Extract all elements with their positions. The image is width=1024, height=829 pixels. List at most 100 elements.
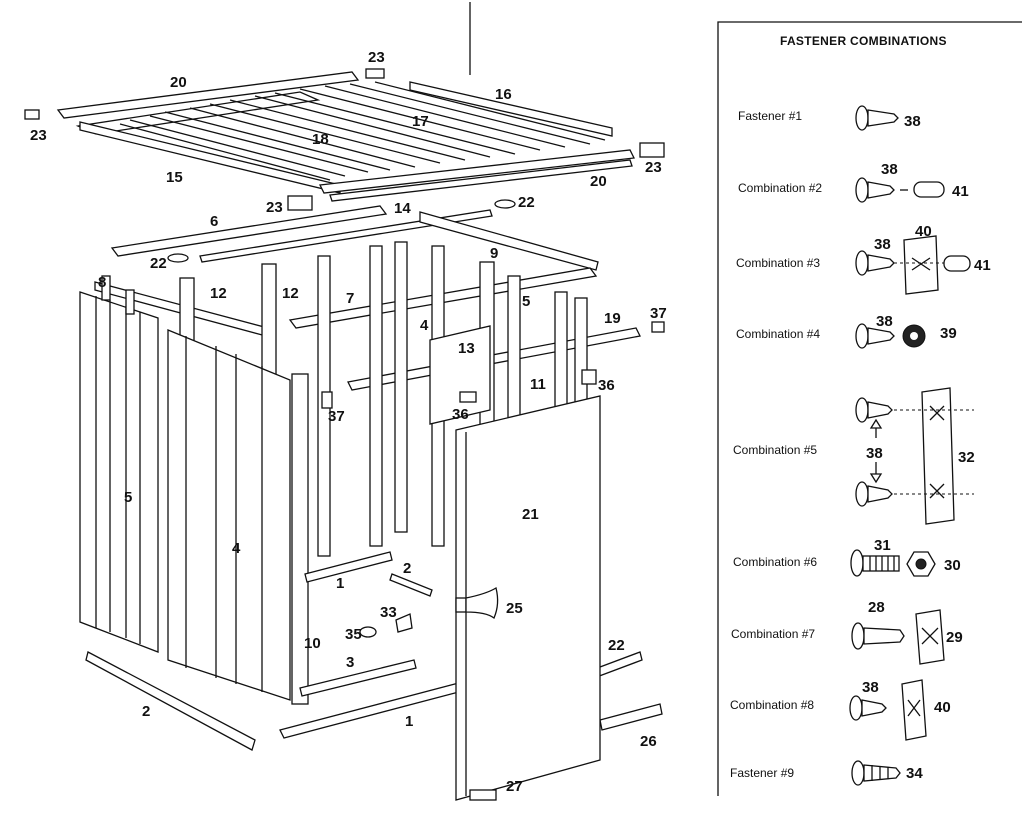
- fastener-35: [359, 626, 377, 638]
- panel-b2: [369, 245, 383, 547]
- screw-head-icon: [849, 695, 863, 721]
- row-fastener-1: Fastener #1 38: [738, 105, 921, 131]
- row-combination-8: Combination #8 38 40: [730, 679, 951, 741]
- screw-head-icon: [855, 105, 869, 131]
- screw-icon: [867, 485, 893, 503]
- callout-5-left: 5: [124, 489, 132, 506]
- clip-36-b: [581, 369, 597, 385]
- part-38: 38: [881, 161, 898, 178]
- part-41: 41: [974, 257, 991, 274]
- panel-title: FASTENER COMBINATIONS: [780, 34, 947, 48]
- bolt-head-icon: [850, 549, 864, 577]
- bracket-33: [395, 613, 413, 633]
- callout-37-right: 37: [650, 305, 667, 322]
- panel-b3: [394, 241, 408, 533]
- fastener-panel: FASTENER COMBINATIONS Fastener #1 38 Com…: [717, 21, 1022, 796]
- row-combination-5: Combination #5 38 32: [733, 387, 975, 525]
- part-31: 31: [874, 537, 891, 554]
- fastener-24-a: [494, 199, 516, 209]
- clip-37-b: [651, 321, 665, 333]
- part-38: 38: [866, 445, 883, 462]
- callout-36-right: 36: [598, 377, 615, 394]
- callout-10: 10: [304, 635, 321, 652]
- callout-15: 15: [166, 169, 183, 186]
- panel-11-a: [507, 275, 521, 427]
- row-label: Combination #4: [736, 327, 820, 341]
- callout-9: 9: [490, 245, 498, 262]
- screw-head-icon: [855, 397, 869, 423]
- bracket-plate-icon: [921, 387, 955, 525]
- row-combination-3: Combination #3 38 40 41: [736, 223, 991, 295]
- row-label: Combination #8: [730, 698, 814, 712]
- row-combination-7: Combination #7 28 29: [731, 599, 963, 665]
- front-wall-4: [167, 329, 333, 705]
- top-rail-6: [110, 205, 388, 257]
- roof-rail-16: [409, 81, 613, 137]
- roof-rail-20-left: [56, 71, 360, 119]
- part-41: 41: [952, 183, 969, 200]
- callout-37-left: 37: [328, 408, 345, 425]
- callout-2-left: 2: [142, 703, 150, 720]
- roof-rail-20-right: [319, 149, 635, 194]
- floor-rail-3: [299, 659, 417, 697]
- roof-rail-15: [79, 121, 341, 194]
- part-34: 34: [906, 765, 923, 782]
- callout-24-top: 22: [518, 194, 535, 211]
- callout-16: 16: [495, 86, 512, 103]
- part-32: 32: [958, 449, 975, 466]
- part-40: 40: [934, 699, 951, 716]
- door-guide-27: [469, 789, 497, 801]
- floor-rail-2: [389, 573, 433, 597]
- screw-head-icon: [851, 760, 865, 786]
- part-38: 38: [862, 679, 879, 696]
- floor-frame: [85, 551, 663, 751]
- shed-assembly: 20 23 23 16 17 18 15 23 20 23 14 22 6 9 …: [24, 2, 667, 801]
- callout-12-a: 12: [210, 285, 227, 302]
- screw-icon: [867, 401, 893, 419]
- wall-panel-5: [79, 291, 159, 653]
- callout-21: 21: [522, 506, 539, 523]
- panel-clip-icon: [903, 235, 939, 295]
- callout-17: 17: [412, 113, 429, 130]
- callout-1-front: 1: [405, 713, 413, 730]
- callout-18: 18: [312, 131, 329, 148]
- row-label: Combination #6: [733, 555, 817, 569]
- callout-22: 22: [608, 637, 625, 654]
- nut-sleeve-icon: [943, 255, 971, 272]
- row-label: Combination #7: [731, 627, 815, 641]
- callout-26: 26: [640, 733, 657, 750]
- bottom-rail-2-left: [85, 651, 256, 751]
- row-fastener-9: Fastener #9 34: [730, 760, 923, 786]
- part-38: 38: [874, 236, 891, 253]
- callout-19: 19: [604, 310, 621, 327]
- row-label: Combination #5: [733, 443, 817, 457]
- callout-6: 6: [210, 213, 218, 230]
- callout-23-top: 23: [368, 49, 385, 66]
- callout-11: 11: [530, 376, 546, 393]
- screw-head-icon: [855, 323, 869, 349]
- roof-assembly: [24, 68, 665, 211]
- callout-8: 8: [98, 274, 106, 291]
- row-combination-4: Combination #4 38 39: [736, 313, 957, 349]
- screw-head-icon: [855, 250, 869, 276]
- callout-1-back: 1: [336, 575, 344, 592]
- plate-26: [599, 703, 663, 731]
- callout-35: 35: [345, 626, 362, 643]
- post-10: [291, 373, 309, 705]
- callout-12-b: 12: [282, 285, 299, 302]
- part-40: 40: [915, 223, 932, 240]
- top-rail-14: [199, 209, 493, 263]
- part-38: 38: [904, 113, 921, 130]
- fastener-24-b: [167, 253, 189, 263]
- callout-5-back: 5: [522, 293, 530, 310]
- bolt-icon: [862, 555, 900, 572]
- corner-cap-23-c: [639, 142, 665, 158]
- callout-36-mid: 36: [452, 406, 469, 423]
- part-38: 38: [876, 313, 893, 330]
- screw-head-icon: [855, 177, 869, 203]
- callout-20-left: 20: [170, 74, 187, 91]
- callout-23-right: 23: [645, 159, 662, 176]
- door-handle-25: [465, 586, 499, 620]
- row-label: Fastener #9: [730, 766, 794, 780]
- screw-head-icon: [851, 622, 865, 650]
